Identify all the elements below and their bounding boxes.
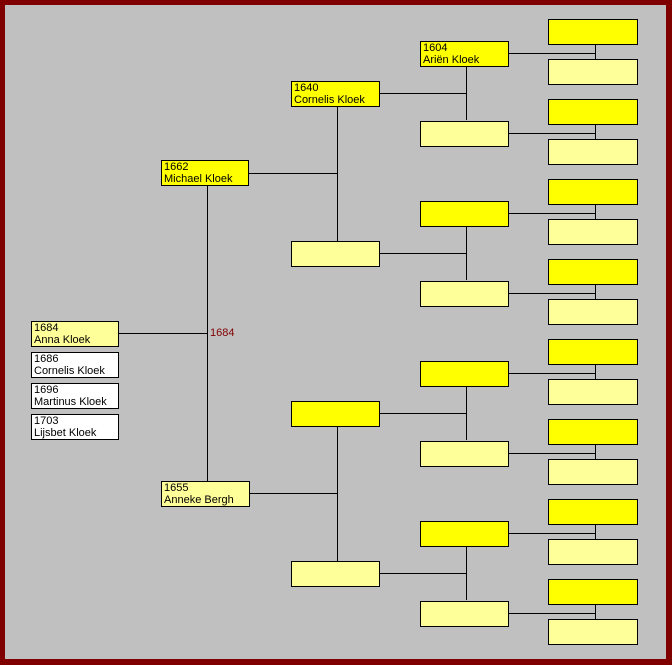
- person-year: 1686: [34, 353, 59, 365]
- great-great-grandparent-box[interactable]: [548, 419, 638, 445]
- connector-line: [337, 106, 338, 241]
- great-great-grandparent-box[interactable]: [548, 99, 638, 125]
- marriage-year-label: 1684: [210, 327, 235, 339]
- connector-line: [207, 185, 208, 481]
- great-great-grandparent-box[interactable]: [548, 459, 638, 485]
- connector-line: [508, 293, 595, 294]
- person-year: 1696: [34, 384, 59, 396]
- person-year: 1640: [294, 82, 319, 94]
- person-name: Lijsbet Kloek: [34, 427, 97, 439]
- connector-line: [508, 613, 595, 614]
- connector-line: [248, 173, 337, 174]
- connector-line: [337, 426, 338, 561]
- connector-line: [379, 413, 466, 414]
- grandparent-box[interactable]: [291, 561, 380, 587]
- connector-line: [508, 533, 595, 534]
- connector-line: [508, 453, 595, 454]
- person-year: 1662: [164, 161, 189, 173]
- connector-line: [379, 253, 466, 254]
- great-grandparent-box[interactable]: [420, 521, 509, 547]
- person-name: Cornelis Kloek: [294, 94, 365, 106]
- connector-line: [379, 573, 466, 574]
- great-grandparent-box[interactable]: [420, 441, 509, 467]
- great-great-grandparent-box[interactable]: [548, 339, 638, 365]
- person-year: 1604: [423, 42, 448, 54]
- person-year: 1703: [34, 415, 59, 427]
- grandparent-box[interactable]: [291, 401, 380, 427]
- person-year: 1684: [34, 322, 59, 334]
- great-great-grandparent-box[interactable]: [548, 499, 638, 525]
- person-name: Anneke Bergh: [164, 494, 234, 506]
- connector-line: [508, 53, 595, 54]
- great-grandparent-box[interactable]: [420, 601, 509, 627]
- connector-line: [379, 93, 466, 94]
- connector-line: [466, 225, 467, 280]
- grandparent-box[interactable]: [291, 241, 380, 267]
- great-great-grandparent-box[interactable]: [548, 259, 638, 285]
- great-great-grandparent-box[interactable]: [548, 59, 638, 85]
- person-year: 1655: [164, 482, 189, 494]
- connector-line: [249, 493, 337, 494]
- great-great-grandparent-box[interactable]: [548, 379, 638, 405]
- great-great-grandparent-box[interactable]: [548, 299, 638, 325]
- great-great-grandparent-box[interactable]: [548, 619, 638, 645]
- connector-line: [508, 373, 595, 374]
- connector-line: [466, 66, 467, 120]
- person-name: Michael Kloek: [164, 173, 233, 185]
- person-name: Cornelis Kloek: [34, 365, 105, 377]
- great-grandparent-box[interactable]: [420, 281, 509, 307]
- person-name: Martinus Kloek: [34, 396, 107, 408]
- connector-line: [508, 213, 595, 214]
- great-grandparent-box[interactable]: [420, 121, 509, 147]
- great-grandparent-box[interactable]: [420, 201, 509, 227]
- person-name: Ariën Kloek: [423, 54, 480, 66]
- connector-line: [118, 333, 207, 334]
- person-name: Anna Kloek: [34, 334, 91, 346]
- connector-line: [508, 133, 595, 134]
- great-great-grandparent-box[interactable]: [548, 139, 638, 165]
- great-great-grandparent-box[interactable]: [548, 19, 638, 45]
- great-great-grandparent-box[interactable]: [548, 579, 638, 605]
- connector-line: [466, 385, 467, 440]
- great-great-grandparent-box[interactable]: [548, 539, 638, 565]
- great-great-grandparent-box[interactable]: [548, 219, 638, 245]
- great-grandparent-box[interactable]: [420, 361, 509, 387]
- connector-line: [466, 545, 467, 600]
- great-great-grandparent-box[interactable]: [548, 179, 638, 205]
